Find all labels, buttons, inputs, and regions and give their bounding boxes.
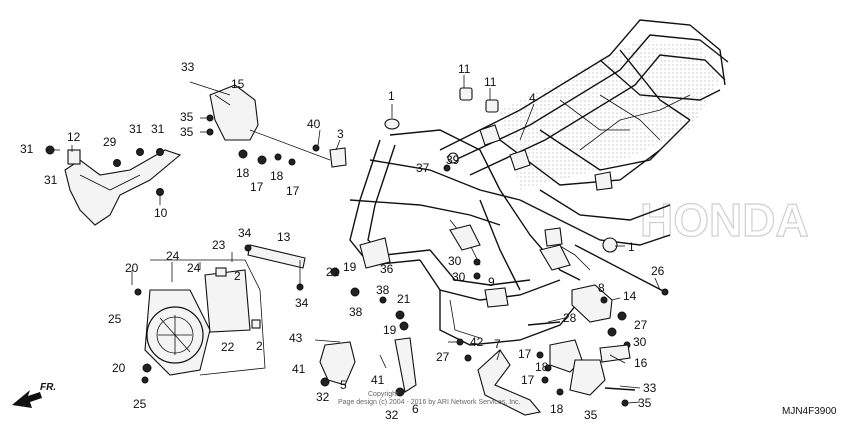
engine-guard-assembly (134, 259, 266, 384)
left-bracket-assembly (45, 145, 182, 226)
callout-17-c: 17 (518, 347, 532, 361)
callout-29: 29 (103, 135, 117, 149)
callout-32-a: 32 (316, 390, 330, 404)
callout-18-d: 18 (550, 402, 564, 416)
callout-11-right: 11 (484, 75, 497, 89)
callout-1-top: 1 (388, 89, 395, 103)
callout-31-a: 31 (20, 142, 34, 156)
callout-4: 4 (529, 91, 536, 105)
front-direction-arrow: FR. (12, 382, 56, 408)
callout-31-d: 31 (151, 122, 165, 136)
callout-17-d: 17 (521, 373, 535, 387)
callout-3: 3 (337, 127, 344, 141)
callout-1-right: 1 (628, 240, 635, 254)
callout-21-a: 21 (326, 265, 340, 279)
callout-30-b: 30 (452, 270, 466, 284)
callout-25-b: 25 (133, 397, 147, 411)
callout-31-b: 31 (44, 173, 58, 187)
callout-35-a: 35 (180, 110, 194, 124)
diagram-code: MJN4F3900 (782, 406, 837, 417)
right-step-assembly (536, 284, 636, 407)
callout-34-b: 34 (295, 296, 309, 310)
side-stand-bracket (319, 337, 417, 397)
front-label: FR. (40, 382, 56, 393)
frame-body (349, 19, 729, 346)
callout-26: 26 (651, 264, 665, 278)
callout-13: 13 (277, 230, 291, 244)
copyright-line1: Copyright (368, 391, 398, 398)
callout-19-b: 19 (383, 323, 397, 337)
callout-2-top: 2 (234, 269, 241, 283)
callout-35-d: 35 (638, 396, 652, 410)
callout-9: 9 (488, 275, 495, 289)
callout-20-b: 20 (112, 361, 126, 375)
callout-33-b: 33 (643, 381, 657, 395)
callout-14: 14 (623, 289, 637, 303)
callout-34-a: 34 (238, 226, 252, 240)
callout-30-a: 30 (448, 254, 462, 268)
callout-27-b: 27 (436, 350, 450, 364)
callout-8: 8 (598, 281, 605, 295)
callout-22: 22 (221, 340, 235, 354)
callout-38-b: 38 (349, 305, 363, 319)
copyright-line2: Page design (c) 2004 - 2016 by ARI Netwo… (338, 399, 521, 406)
callout-24-a: 24 (166, 249, 180, 263)
leader-lines (47, 75, 661, 404)
callout-15: 15 (231, 77, 245, 91)
callout-39: 39 (446, 153, 460, 167)
callout-42: 42 (470, 335, 484, 349)
callout-43: 43 (289, 331, 303, 345)
callout-21-b: 21 (397, 292, 411, 306)
callout-36: 36 (380, 262, 394, 276)
callout-18-c: 18 (535, 360, 549, 374)
callout-18-b: 18 (270, 169, 284, 183)
callout-20-a: 20 (125, 261, 139, 275)
callout-30-c: 30 (633, 335, 647, 349)
callout-11-left: 11 (458, 62, 471, 76)
callout-37: 37 (416, 161, 430, 175)
stay-bar (244, 244, 306, 291)
callout-18-a: 18 (236, 166, 250, 180)
callout-10: 10 (154, 206, 168, 220)
callout-17-b: 17 (286, 184, 300, 198)
callout-numbers: 1 1 2 2 3 4 5 6 7 8 9 10 11 11 12 13 14 … (20, 60, 665, 422)
callout-16: 16 (634, 356, 648, 370)
callout-6: 6 (412, 402, 419, 416)
callout-40: 40 (307, 117, 321, 131)
upper-bracket-assembly (189, 81, 331, 166)
callout-12: 12 (67, 130, 81, 144)
callout-5: 5 (340, 378, 347, 392)
callout-19-a: 19 (343, 260, 357, 274)
callout-38-a: 38 (376, 283, 390, 297)
callout-28: 28 (563, 311, 577, 325)
callout-24-b: 24 (187, 261, 201, 275)
callout-17-a: 17 (250, 180, 264, 194)
stand-assembly (464, 349, 542, 416)
callout-32-b: 32 (385, 408, 399, 422)
callout-35-c: 35 (584, 408, 598, 422)
callout-7: 7 (494, 337, 501, 351)
middle-small-parts (312, 87, 669, 346)
callout-41-b: 41 (371, 373, 385, 387)
callout-41-a: 41 (292, 362, 306, 376)
watermark-text: HONDA (640, 194, 809, 246)
callout-23: 23 (212, 238, 226, 252)
callout-27-a: 27 (634, 318, 648, 332)
callout-31-c: 31 (129, 122, 143, 136)
callout-2-bottom: 2 (256, 339, 263, 353)
callout-25-a: 25 (108, 312, 122, 326)
callout-33-a: 33 (181, 60, 195, 74)
callout-35-b: 35 (180, 125, 194, 139)
